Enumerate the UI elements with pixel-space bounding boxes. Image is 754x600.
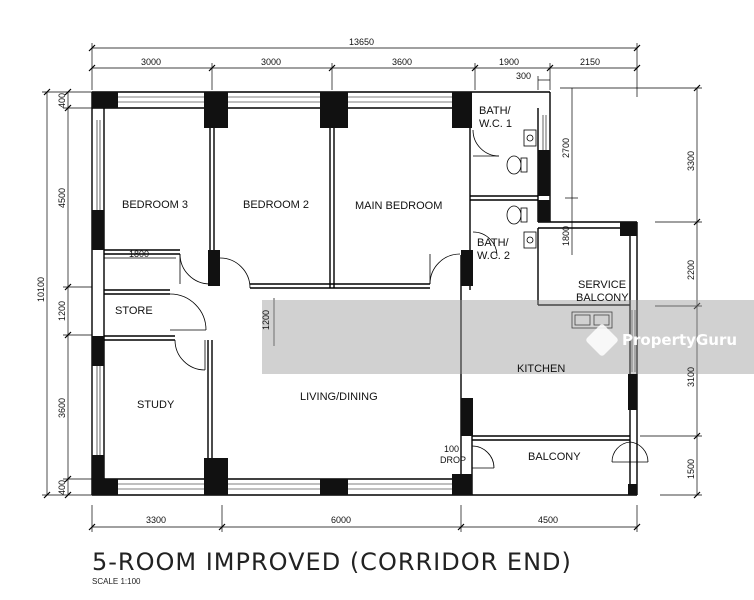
doors xyxy=(169,129,649,469)
dim-inner-1800-v: 1800 xyxy=(561,226,571,246)
watermark: PropertyGuru xyxy=(262,300,754,374)
drop-label-line1: 100 xyxy=(444,444,459,454)
room-store: STORE xyxy=(115,305,153,317)
dim-inner-1200: 1200 xyxy=(261,310,271,330)
dim-left-1200: 1200 xyxy=(57,301,67,321)
room-service-balcony-line2: BALCONY xyxy=(576,292,629,304)
room-service-balcony-line1: SERVICE xyxy=(578,279,626,291)
dim-top-1900: 1900 xyxy=(499,57,519,67)
dim-left-3600: 3600 xyxy=(57,398,67,418)
room-bath-2-line1: BATH/ xyxy=(477,237,510,249)
dim-bottom-6000: 6000 xyxy=(331,515,351,525)
watermark-text: PropertyGuru xyxy=(622,331,737,349)
columns xyxy=(92,92,637,495)
dim-left-4500: 4500 xyxy=(57,188,67,208)
dim-right-2200: 2200 xyxy=(686,260,696,280)
dimension-ticks xyxy=(43,44,701,531)
room-kitchen: KITCHEN xyxy=(517,363,565,375)
dim-total-width: 13650 xyxy=(349,37,374,47)
room-bedroom-3: BEDROOM 3 xyxy=(122,199,188,211)
dim-top-3000b: 3000 xyxy=(261,57,281,67)
room-bath-1-line2: W.C. 1 xyxy=(479,118,512,130)
dim-inner-2700: 2700 xyxy=(561,138,571,158)
dim-top-3600: 3600 xyxy=(392,57,412,67)
dim-right-3100: 3100 xyxy=(686,367,696,387)
dim-left-400a: 400 xyxy=(57,93,67,108)
room-bath-2-line2: W.C. 2 xyxy=(477,250,510,262)
room-bath-1-line1: BATH/ xyxy=(479,105,512,117)
dim-left-400b: 400 xyxy=(57,480,67,495)
dim-left-total: 10100 xyxy=(36,277,46,302)
dim-right-1500: 1500 xyxy=(686,459,696,479)
room-living-dining: LIVING/DINING xyxy=(300,391,378,403)
plan-title: 5-ROOM IMPROVED (CORRIDOR END) xyxy=(92,548,572,576)
dim-bottom-3300: 3300 xyxy=(146,515,166,525)
room-balcony: BALCONY xyxy=(528,451,581,463)
dim-right-3300: 3300 xyxy=(686,151,696,171)
room-main-bedroom: MAIN BEDROOM xyxy=(355,200,442,212)
room-study: STUDY xyxy=(137,399,175,411)
room-labels: BEDROOM 3 BEDROOM 2 MAIN BEDROOM BATH/ W… xyxy=(115,105,629,465)
dim-top-300: 300 xyxy=(516,71,531,81)
room-bedroom-2: BEDROOM 2 xyxy=(243,199,309,211)
walls xyxy=(91,91,638,496)
dim-top-3000a: 3000 xyxy=(141,57,161,67)
dimension-labels: 13650 3000 3000 3600 1900 2150 300 3300 … xyxy=(36,37,696,525)
sanitary-fixtures xyxy=(506,129,613,329)
drop-label-line2: DROP xyxy=(440,455,466,465)
dim-bottom-4500: 4500 xyxy=(538,515,558,525)
dim-top-2150: 2150 xyxy=(580,57,600,67)
dim-inner-1800-h: 1800 xyxy=(129,249,149,259)
plan-scale: SCALE 1:100 xyxy=(92,577,141,586)
windows xyxy=(96,96,636,490)
